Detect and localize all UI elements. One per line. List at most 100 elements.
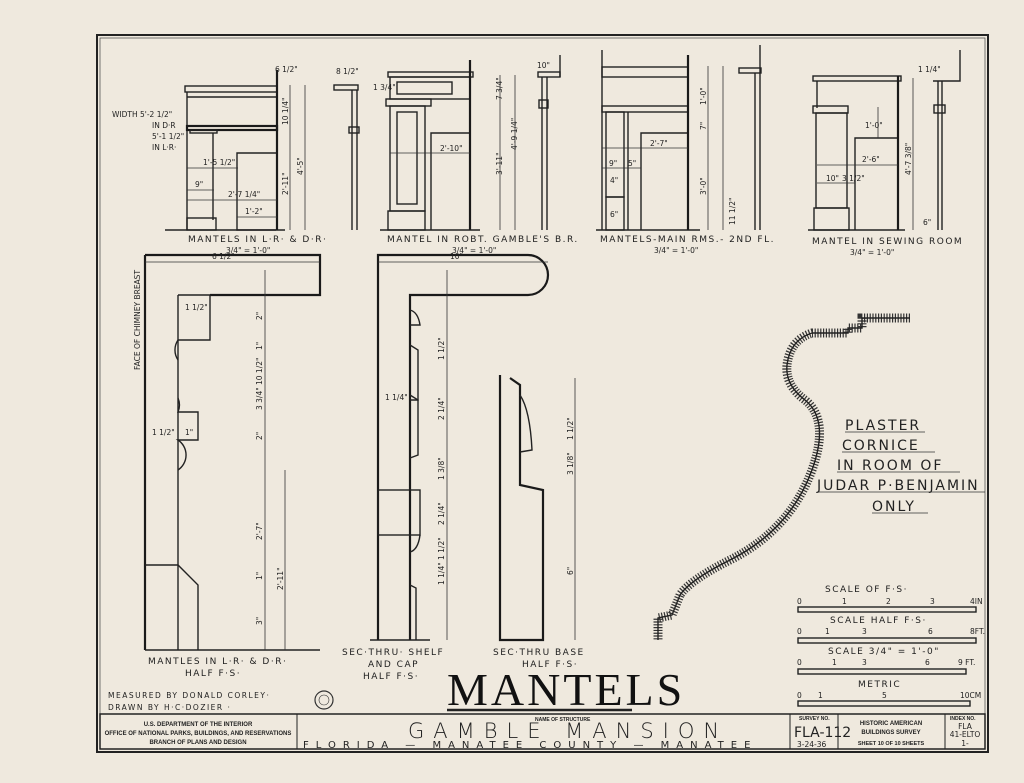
scale-tick: 9 FT. (958, 658, 975, 667)
scale-tick: 1 (825, 627, 830, 636)
index-number: FLA (958, 722, 973, 731)
dim-label: 8 1/2" (336, 67, 359, 76)
drawing-label: MANTLES IN L·R· & D·R· (148, 657, 287, 667)
scale-tick: 1 (818, 691, 823, 700)
dim-label: 10" (826, 174, 839, 183)
index-number: 41-ELTO (950, 730, 981, 739)
dim-label: 1'-2" (245, 207, 263, 216)
dim-label: 10 1/4" (281, 98, 290, 125)
dim-label: 2" (255, 432, 264, 440)
habs-label: BUILDINGS SURVEY (861, 730, 920, 736)
dim-label: 9" (609, 159, 617, 168)
width-note: IN L·R· (152, 143, 176, 152)
dim-label: 4'-7 3/8" (904, 143, 913, 175)
dim-label: 11 1/2" (728, 198, 737, 225)
scale-tick: 3 (862, 658, 867, 667)
dim-label: 6 1/2" (212, 252, 235, 261)
dim-label: 1 1/2" (185, 303, 208, 312)
dim-label: 2 1/4" (437, 397, 446, 420)
dim-label: 6" (610, 210, 618, 219)
scale-tick: 3 (930, 597, 935, 606)
dim-label: 1" (185, 428, 193, 437)
dim-label: 1" (255, 572, 264, 580)
scale-title: SCALE 3/4" = 1'-0" (828, 647, 940, 657)
scale-tick: 0 (797, 658, 802, 667)
dim-label: 1 1/4" (437, 562, 446, 585)
scale-title: METRIC (858, 680, 901, 690)
mantel-elevation-lr-dr: WIDTH 5'-2 1/2" IN D·R 5'-1 1/2" IN L·R·… (112, 65, 327, 255)
dim-label: 1" (255, 342, 264, 350)
dim-label: 10" (537, 61, 550, 70)
survey-date: 3-24-36 (797, 740, 826, 749)
sheet-border (96, 34, 989, 753)
dim-label: 7" (699, 122, 708, 130)
side-note: FACE OF CHIMNEY BREAST (133, 270, 142, 370)
structure-name: GAMBLE MANSION (408, 719, 728, 743)
section-mantel-lr-dr-half-fs: FACE OF CHIMNEY BREAST 6 1/2" 1 1/2" 2" … (133, 252, 322, 679)
dim-label: 9" (195, 180, 203, 189)
dim-label: 4'-9 1/4" (510, 118, 519, 150)
scale-tick: 6 (925, 658, 930, 667)
dim-label: 1 1/4" (385, 393, 408, 402)
sheet-title: MANTELS (447, 664, 685, 715)
measured-by: MEASURED BY DONALD CORLEY· (108, 691, 270, 700)
dim-label: 2'-7" (255, 522, 264, 540)
drawing-label: MANTELS IN L·R· & D·R· (188, 235, 327, 245)
dim-label: 3 1/8" (566, 452, 575, 475)
scale-tick: 8FT. (970, 627, 985, 636)
dim-label: 1'-0" (865, 121, 883, 130)
scale-tick: 4IN (970, 597, 983, 606)
dim-label: 2" (255, 312, 264, 320)
dim-label: 3 1/2" (842, 174, 865, 183)
scale-label: 3/4" = 1'-0" (452, 246, 496, 255)
dim-label: 5" (628, 159, 636, 168)
scale-label: 3/4" = 1'-0" (850, 248, 894, 257)
scale-label: 3/4" = 1'-0" (654, 246, 698, 255)
dim-label: 2'-11" (281, 172, 290, 195)
scale-title: SCALE HALF F·S· (830, 616, 927, 626)
drawing-label: HALF F·S· (522, 660, 578, 670)
index-number: 1- (961, 739, 969, 748)
scale-label: 3/4" = 1'-0" (226, 246, 270, 255)
width-note: IN D·R (152, 121, 176, 130)
dim-label: 1 3/8" (437, 457, 446, 480)
title-block: U.S. DEPARTMENT OF THE INTERIOR OFFICE O… (99, 713, 986, 751)
mantel-elevation-sewing-room: 1'-0" 2'-6" 10" 3 1/2" 4'-7 3/8" 6" 1 1/… (808, 50, 963, 257)
mantel-elevation-main-rooms: 2'-7" 9" 5" 4" 6" 1'-0" 7" 3'-0" 11 1/2"… (596, 45, 775, 255)
scale-tick: 1 (832, 658, 837, 667)
habs-label: HISTORIC AMERICAN (860, 721, 922, 727)
drawing-label: SEC·THRU· SHELF (342, 648, 444, 658)
dim-label: 1 1/2" (437, 337, 446, 360)
section-shelf-and-cap: 10" 1 1/2" 1 1/4" 2 1/4" 1 3/8" 2 1/4" 1… (342, 252, 550, 682)
cornice-label: JUDAR P·BENJAMIN (816, 478, 980, 494)
scale-tick: 10CM (960, 691, 981, 700)
scale-tick: 3 (862, 627, 867, 636)
dim-label: 3'-11" (495, 152, 504, 175)
sheet-number: SHEET 10 OF 10 SHEETS (858, 741, 925, 747)
dim-label: 1 1/2" (566, 417, 575, 440)
dim-label: 2'-11" (276, 567, 285, 590)
dim-label: 2'-10" (440, 144, 463, 153)
drawing-label: MANTEL IN SEWING ROOM (812, 237, 963, 247)
scale-tick: 0 (797, 597, 802, 606)
drawing-label: MANTEL IN ROBT. GAMBLE'S B.R. (387, 235, 579, 245)
dim-label: 1 1/2" (437, 537, 446, 560)
drawing-label: AND CAP (368, 660, 419, 670)
mantel-elevation-gamble-br: 8 1/2" 1 3/4" 2'-10" 3'-11" 4'-9 1/4" 10… (333, 55, 579, 255)
scale-tick: 1 (842, 597, 847, 606)
dim-label: 6 1/2" (275, 65, 298, 74)
agency-line: OFFICE OF NATIONAL PARKS, BUILDINGS, AND… (105, 731, 292, 737)
index-caption: INDEX NO. (950, 716, 976, 722)
dim-label: 4" (610, 176, 618, 185)
dim-label: 1'-0" (699, 87, 708, 105)
drawing-label: HALF F·S· (185, 669, 241, 679)
scale-tick: 0 (797, 627, 802, 636)
scale-tick: 2 (886, 597, 891, 606)
plaster-cornice-profile: PLASTER CORNICE IN ROOM OF JUDAR P·BENJA… (653, 313, 985, 640)
width-note: 5'-1 1/2" (152, 132, 184, 141)
dim-label: 1'-5 1/2" (203, 158, 235, 167)
dim-label: 3'-0" (699, 177, 708, 195)
drawing-label: MANTELS-MAIN RMS.- 2ND FL. (600, 235, 775, 245)
dim-label: 1 1/2" (152, 428, 175, 437)
